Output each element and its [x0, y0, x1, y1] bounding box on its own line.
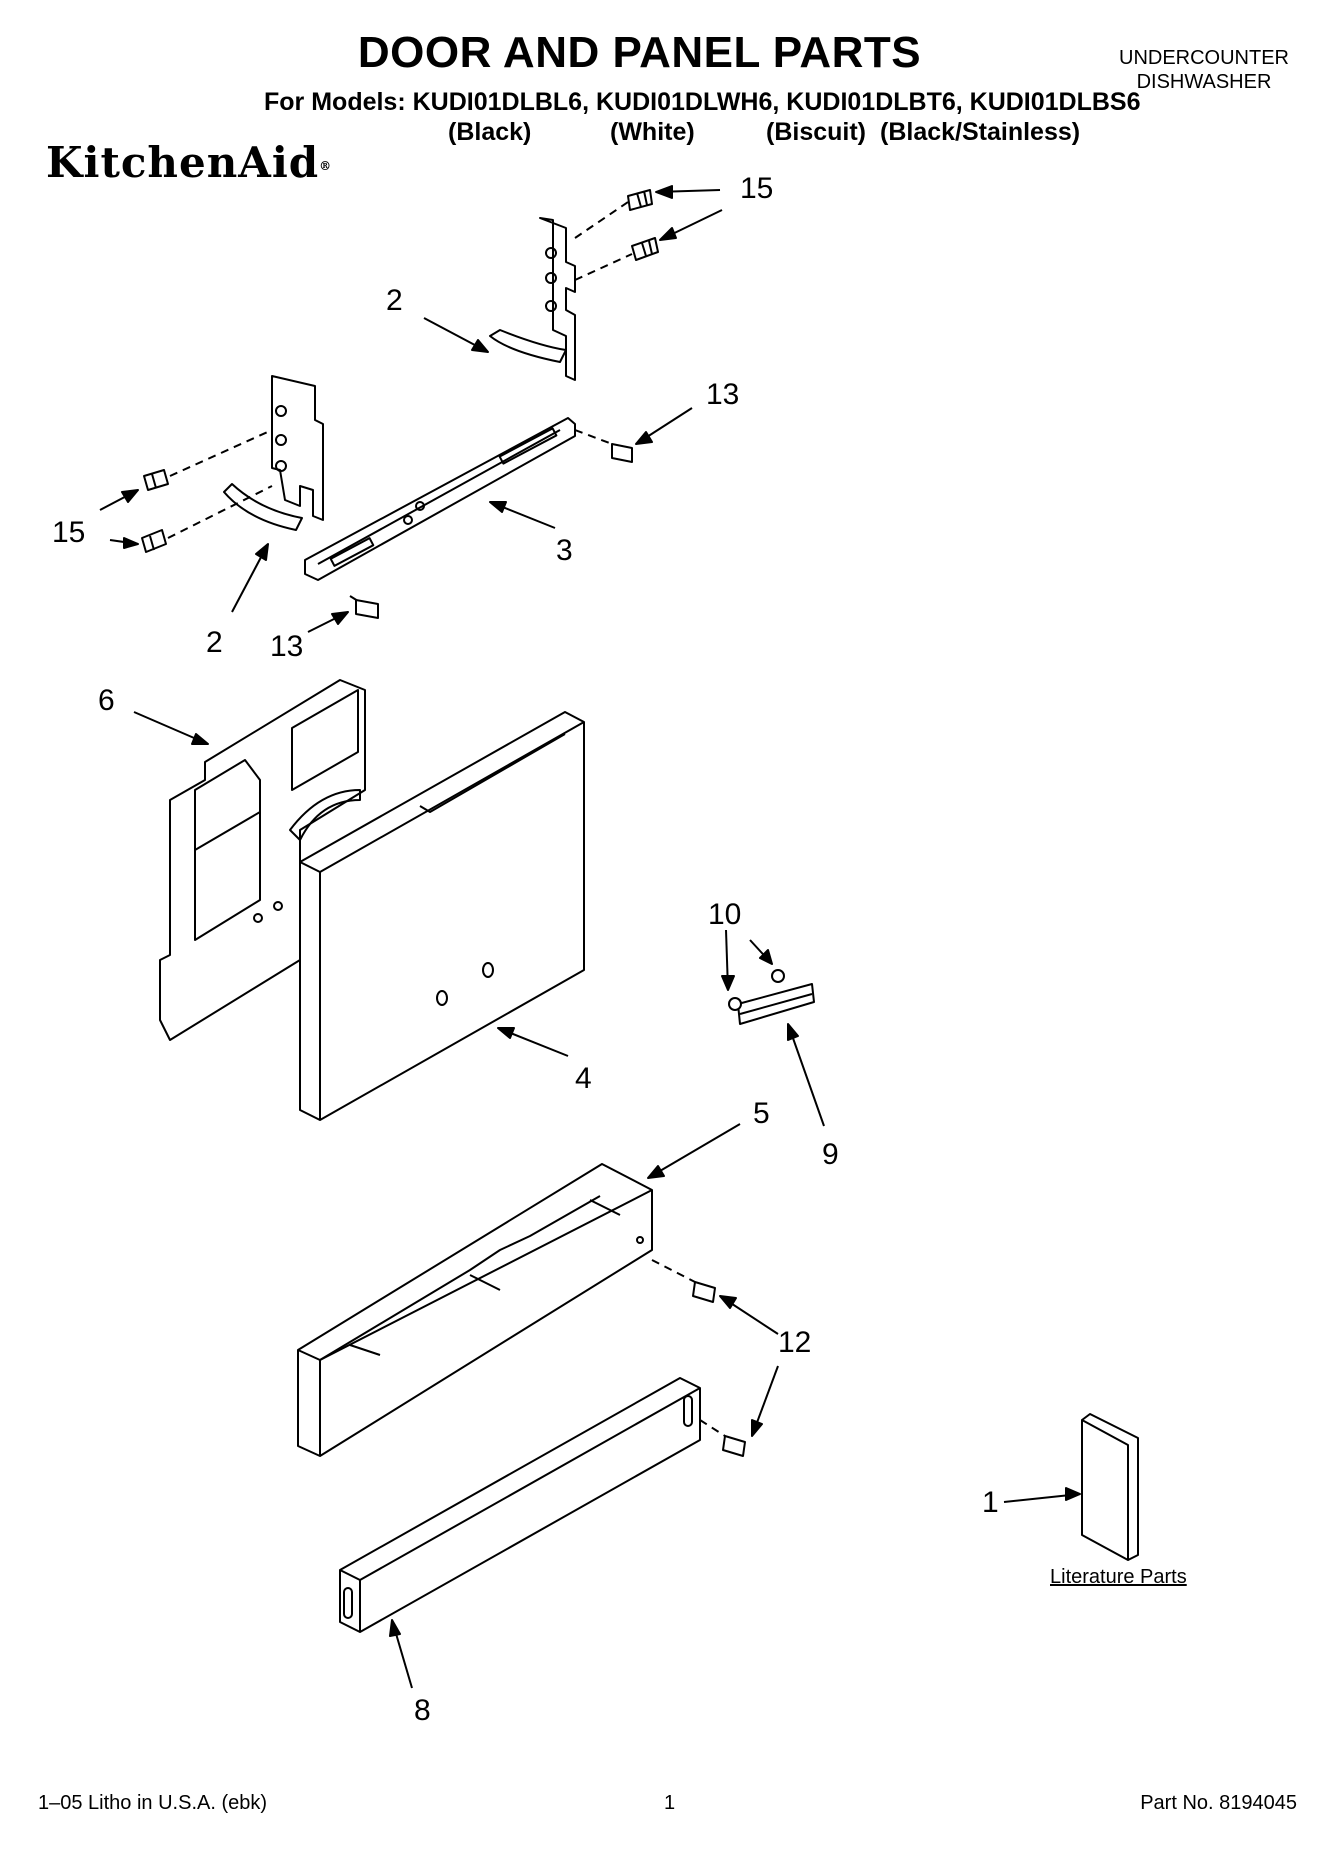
- callout-4: 4: [575, 1062, 592, 1095]
- callout-13-left: 13: [270, 630, 304, 663]
- outer-door-panel-part-4: [299, 711, 585, 1121]
- product-type-line1: UNDERCOUNTER: [1119, 47, 1289, 69]
- screw-12-lower: [722, 1435, 746, 1457]
- color-label-white: (White): [610, 118, 695, 146]
- color-label-black-stainless: (Black/Stainless): [880, 118, 1081, 146]
- callout-10: 10: [708, 898, 742, 931]
- screw-15-lower-b: [141, 529, 167, 553]
- literature-booklet-part-1: [1081, 1413, 1139, 1561]
- page-title: DOOR AND PANEL PARTS: [357, 28, 922, 77]
- callout-15-lower: 15: [52, 516, 86, 549]
- callout-1: 1: [982, 1486, 999, 1519]
- callout-8: 8: [414, 1694, 431, 1727]
- hinge-bracket-upper: [489, 217, 576, 381]
- callout-5: 5: [753, 1097, 770, 1130]
- leader-arrows: [99, 185, 1081, 1689]
- screw-13-right: [611, 443, 633, 463]
- footer-page-number: 1: [664, 1792, 676, 1814]
- callout-12: 12: [778, 1326, 812, 1359]
- screw-15-upper-b: [631, 237, 659, 261]
- callout-15-upper: 15: [740, 172, 774, 205]
- brand-logo: KitchenAid®: [46, 138, 333, 187]
- handle-part-9: [737, 983, 815, 1025]
- footer-part-number: Part No. 8194045: [1140, 1792, 1297, 1814]
- screw-13-left: [355, 599, 379, 619]
- callout-2-lower: 2: [206, 626, 223, 659]
- hinge-rail-part-3: [304, 417, 576, 581]
- screw-12-upper: [692, 1281, 716, 1303]
- product-type-line2: DISHWASHER: [1136, 71, 1272, 93]
- screw-15-lower-a: [143, 469, 169, 491]
- color-label-black: (Black): [448, 118, 532, 146]
- callout-6: 6: [98, 684, 115, 717]
- footer-litho: 1–05 Litho in U.S.A. (ebk): [38, 1792, 268, 1814]
- nut-10-b: [771, 969, 785, 983]
- toe-plate-part-8: [339, 1377, 701, 1633]
- callout-2-upper: 2: [386, 284, 403, 317]
- nut-10-a: [728, 997, 742, 1011]
- color-label-biscuit: (Biscuit): [766, 118, 866, 146]
- callout-3: 3: [556, 534, 573, 567]
- callout-9: 9: [822, 1138, 839, 1171]
- models-line: For Models: KUDI01DLBL6, KUDI01DLWH6, KU…: [264, 88, 1141, 116]
- hinge-bracket-lower: [223, 375, 324, 531]
- callout-13-right: 13: [706, 378, 740, 411]
- literature-parts-label: Literature Parts: [1050, 1566, 1187, 1588]
- screw-15-upper-a: [627, 189, 653, 211]
- inner-door-panel-part-6: [159, 679, 366, 1041]
- product-type: UNDERCOUNTER DISHWASHER: [1119, 46, 1289, 94]
- kickplate-bracket-part-5: [297, 1163, 653, 1457]
